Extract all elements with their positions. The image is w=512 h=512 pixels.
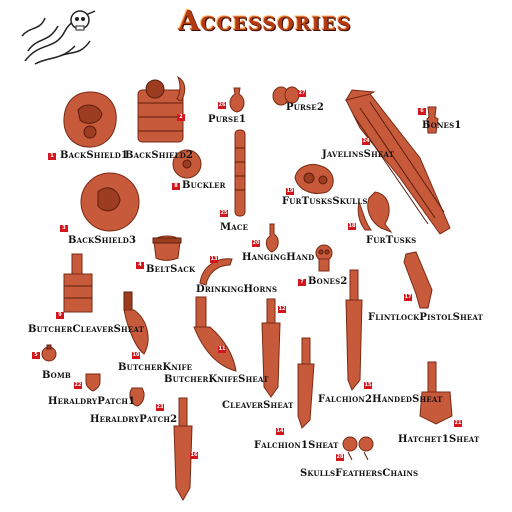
item-number-badge: 1 — [48, 153, 56, 160]
item-number-badge: 10 — [132, 352, 140, 359]
item-label: HeraldryPatch2 — [90, 414, 178, 425]
buckler-shape — [172, 149, 202, 179]
item-number-badge: 16 — [190, 452, 198, 459]
item-number-badge: 22 — [74, 382, 82, 389]
item-label: BackShield2 — [125, 150, 194, 161]
item-label: FurTusksSkulls — [282, 196, 368, 207]
item-label: Purse1 — [208, 114, 246, 125]
item-number-badge: 24 — [362, 138, 370, 145]
item-number-badge: 23 — [156, 404, 164, 411]
heraldrypatch1-shape — [85, 373, 101, 392]
purse1-shape — [229, 87, 245, 113]
item-label: FlintlockPistolSheat — [368, 312, 484, 323]
item16-shape — [173, 397, 193, 501]
item-number-badge: 9 — [56, 312, 64, 319]
item-number-badge: 4 — [136, 262, 144, 269]
item-number-badge: 15 — [364, 382, 372, 389]
furtusks-skulls-shape — [294, 164, 334, 194]
page-title: Accessories — [178, 6, 352, 37]
item-label: JavelinsSheat — [322, 149, 395, 160]
item-label: ButcherKnife — [118, 362, 193, 373]
item-label: DrinkingHorns — [196, 284, 278, 295]
mace-shape — [234, 129, 246, 217]
item-label: FurTusks — [366, 235, 417, 246]
item-label: Hatchet1Sheat — [398, 434, 480, 445]
item-number-badge: 14 — [276, 428, 284, 435]
hanginghand-shape — [265, 223, 279, 253]
heraldrypatch2-shape — [129, 387, 145, 407]
bones2-shape — [315, 244, 333, 272]
bones1-shape — [426, 106, 439, 134]
butcherknife-shape — [123, 291, 149, 355]
item-label: SkullsFeathersChains — [300, 468, 419, 479]
item-number-badge: 11 — [218, 346, 226, 353]
item-label: ButcherKnifeSheat — [164, 374, 269, 385]
item-number-badge: 18 — [348, 223, 356, 230]
item-label: Mace — [220, 222, 249, 233]
bomb-shape — [41, 344, 57, 362]
backshield2-shape — [137, 75, 186, 143]
backshield1-shape — [63, 91, 117, 148]
item-label: Bones2 — [308, 276, 348, 287]
cleaver-sheat-shape — [261, 298, 281, 398]
drinkinghorns-shape — [199, 258, 233, 286]
item-number-badge: 8 — [172, 183, 180, 190]
item-label: HangingHand — [242, 252, 315, 263]
item-label: Purse2 — [286, 102, 324, 113]
item-label: HeraldryPatch1 — [48, 396, 136, 407]
item-number-badge: 5 — [32, 352, 40, 359]
beltsack-shape — [152, 235, 182, 261]
item-label: Falchion1Sheat — [254, 440, 339, 451]
item-label: BackShield3 — [68, 235, 137, 246]
butcher-cleaver-sheat-shape — [63, 253, 93, 313]
hatchet1-sheat-shape — [419, 361, 453, 425]
item-number-badge: 19 — [286, 188, 294, 195]
item-number-badge: 12 — [278, 306, 286, 313]
item-number-badge: 21 — [454, 420, 462, 427]
flintlock-pistol-sheat-shape — [403, 251, 433, 309]
item-number-badge: 20 — [252, 240, 260, 247]
furtusks-shape — [357, 191, 393, 234]
item-number-badge: 2 — [177, 114, 185, 121]
butcherknife-sheat-shape — [193, 296, 237, 372]
item-label: CleaverSheat — [222, 400, 294, 411]
skull-bones-logo-icon — [21, 10, 96, 65]
item-number-badge: 13 — [210, 256, 218, 263]
item-number-badge: 25 — [220, 210, 228, 217]
item-label: Falchion2HandedSheat — [318, 394, 443, 405]
item-number-badge: 26 — [218, 102, 226, 109]
falchion1-sheat-shape — [297, 337, 315, 429]
item-label: Buckler — [182, 180, 226, 191]
item-label: BackShield1 — [60, 150, 129, 161]
item-number-badge: 3 — [60, 225, 68, 232]
item-label: BeltSack — [146, 264, 196, 275]
item-label: ButcherCleaverSheat — [28, 324, 145, 335]
item-label: Bomb — [42, 370, 72, 381]
item-label: Bones1 — [422, 120, 462, 131]
item-number-badge: 28 — [336, 454, 344, 461]
item-number-badge: 17 — [404, 294, 412, 301]
item-number-badge: 27 — [298, 90, 306, 97]
falchion2handed-sheat-shape — [345, 269, 363, 391]
item-number-badge: 7 — [298, 279, 306, 286]
skulls-feathers-chains-shape — [342, 436, 374, 461]
backshield3-shape — [80, 172, 140, 232]
item-number-badge: 6 — [418, 108, 426, 115]
javelins-sheat-shape — [344, 89, 451, 235]
